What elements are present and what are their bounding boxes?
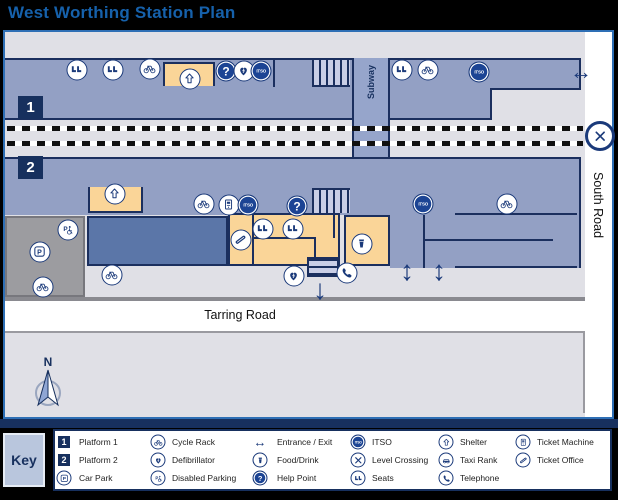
south-area: N (5, 331, 585, 413)
seats-icon (282, 218, 304, 240)
cycle-rack-icon (193, 193, 215, 215)
itso-icon: ITSO (250, 60, 272, 82)
key-label: Disabled Parking (172, 473, 237, 483)
shelter-icon (438, 434, 454, 450)
seats-icon (391, 59, 413, 81)
seats-icon (350, 470, 366, 486)
entrance-exit-icon: ↔ (570, 59, 592, 84)
key-items: 1 Platform 1 2 Platform 2 Car Park Cycle Rack… (55, 431, 610, 489)
key-title: Key (11, 452, 37, 468)
platform-2-badge: 2 (18, 156, 43, 179)
platform-1-fence (273, 60, 275, 87)
south-road: South Road (585, 32, 612, 417)
cycle-rack-icon (417, 59, 439, 81)
level-crossing-icon (585, 121, 615, 151)
ticket-office-icon (230, 229, 252, 251)
disabled-parking-icon (150, 470, 166, 486)
stairs-platform-1 (312, 60, 350, 87)
seats-icon (66, 59, 88, 81)
food-drink-icon (252, 452, 268, 468)
page-title: West Worthing Station Plan (8, 3, 236, 22)
key-label: Shelter (460, 437, 487, 447)
telephone-icon (438, 470, 454, 486)
key-label: Defibrillator (172, 455, 215, 465)
level-crossing-icon (350, 452, 366, 468)
cycle-rack-icon (150, 434, 166, 450)
key-label: Platform 1 (79, 437, 118, 447)
help-point-icon: ? (286, 195, 308, 217)
forecourt-fence-3 (455, 266, 577, 268)
key-label: Entrance / Exit (277, 437, 333, 447)
ticket-machine-icon (515, 434, 531, 450)
arrow-v-icon: ↕ (400, 255, 414, 286)
shelter-icon (179, 68, 201, 90)
itso-icon: ITSO (237, 194, 259, 216)
key-label: Seats (372, 473, 394, 483)
key-label: Taxi Rank (460, 455, 498, 465)
plan-edge (5, 297, 585, 301)
forecourt-fence-2 (423, 239, 553, 241)
telephone-icon (336, 262, 358, 284)
key-label: Telephone (460, 473, 500, 483)
key-label: Cycle Rack (172, 437, 215, 447)
arrow-v-icon: ↕ (432, 255, 446, 286)
stairs-platform-2 (312, 188, 350, 213)
key-title-box: Key (3, 433, 45, 487)
defibrillator-icon (150, 452, 166, 468)
key-label: ITSO (372, 437, 392, 447)
rail-track-1 (7, 126, 583, 131)
wall (252, 213, 254, 266)
car-park-icon (29, 241, 51, 263)
ticket-office-icon (515, 452, 531, 468)
disabled-parking-icon (57, 219, 79, 241)
help-point-icon: ? (252, 470, 268, 486)
platform1-icon: 1 (58, 436, 70, 448)
ticket-machine-icon (218, 194, 240, 216)
food-drink-icon (351, 233, 373, 255)
cycle-rack-icon (101, 264, 123, 286)
key-label: Level Crossing (372, 455, 429, 465)
arrow-down-icon: ↓ (313, 274, 327, 305)
south-road-label: South Road (591, 172, 605, 239)
taxi-rank-icon (438, 452, 454, 468)
itso-icon: ITSO (412, 193, 434, 215)
station-building-main (87, 216, 228, 266)
stairs-entrance (307, 257, 339, 277)
entrance-exit-icon: ↔ (253, 434, 267, 450)
seats-icon (102, 59, 124, 81)
platform2-icon: 2 (58, 454, 70, 466)
key-label: Car Park (79, 473, 113, 483)
itso-icon: ITSO (468, 61, 490, 83)
cycle-rack-icon (496, 193, 518, 215)
rail-track-2 (7, 141, 583, 146)
tarring-road-label: Tarring Road (204, 308, 276, 322)
station-forecourt (390, 215, 581, 268)
station-plan-map: South Road Subway Subway (3, 30, 615, 419)
platform-1-step (490, 88, 581, 120)
tarring-road: Tarring Road (5, 301, 585, 331)
compass-icon (35, 369, 61, 407)
key-panel: 1 Platform 1 2 Platform 2 Car Park Cycle Rack… (53, 429, 612, 491)
shelter-icon (104, 183, 126, 205)
wall (314, 237, 316, 266)
divider-bar (0, 419, 618, 428)
itso-icon: ITSO (350, 434, 366, 450)
forecourt-fence-1 (455, 213, 577, 215)
key-label: Ticket Office (537, 455, 584, 465)
key-label: Ticket Machine (537, 437, 594, 447)
key-label: Platform 2 (79, 455, 118, 465)
defibrillator-icon (283, 265, 305, 287)
car-park-icon (56, 470, 72, 486)
wall (333, 213, 335, 238)
itso-post (423, 215, 425, 268)
cycle-rack-icon (139, 58, 161, 80)
key-label: Help Point (277, 473, 317, 483)
compass-north-label: N (43, 355, 53, 369)
wall (254, 237, 316, 239)
cycle-rack-icon (32, 276, 54, 298)
key-label: Food/Drink (277, 455, 319, 465)
seats-icon (252, 218, 274, 240)
platform-1-badge: 1 (18, 96, 43, 119)
